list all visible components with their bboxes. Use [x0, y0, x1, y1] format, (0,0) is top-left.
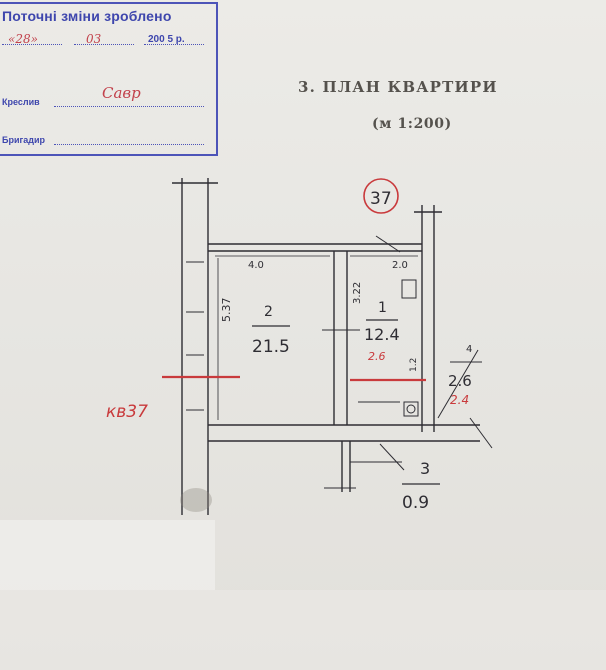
room1-red-note: 2.6 [368, 350, 386, 363]
room4-area: 2.6 [448, 372, 472, 390]
room2-area: 21.5 [252, 337, 290, 357]
changes-stamp: Поточні зміни зроблено «28» 03 200 5 р. … [0, 2, 218, 156]
apartment-number: 37 [370, 189, 392, 209]
stamp-dotted-line [54, 144, 204, 145]
room3-number: 3 [420, 459, 430, 478]
dim-room1-width: 2.0 [392, 260, 408, 271]
room1-area: 12.4 [364, 325, 400, 344]
document-scale: (м 1:200) [372, 116, 452, 132]
paper-fold-shade [0, 520, 215, 590]
dim-small: 1.2 [409, 358, 419, 372]
stove-burner [406, 404, 416, 414]
neighbor-apartment-label: кв37 [106, 402, 148, 422]
dim-wall-height: 5.37 [220, 298, 233, 323]
room3-area: 0.9 [402, 493, 429, 513]
ink-smudge [180, 488, 212, 512]
stamp-label-foreman: Бригадир [2, 135, 45, 145]
apartment-number-circle [363, 178, 399, 214]
dim-room2-width: 4.0 [248, 260, 264, 271]
document-title: 3. ПЛАН КВАРТИРИ [298, 78, 498, 96]
stamp-month: 03 [86, 32, 102, 46]
stamp-title: Поточні зміни зроблено [2, 8, 172, 24]
room3-pointer [379, 443, 405, 471]
red-marks [162, 375, 426, 382]
stove-fixture [403, 401, 419, 417]
room1-number: 1 [378, 300, 387, 316]
plan-walls [172, 178, 493, 515]
sink-fixture [401, 279, 417, 299]
room4-number: 4 [466, 344, 472, 355]
room4-pointer [437, 349, 479, 419]
dim-tick [375, 235, 401, 253]
dim-room1-height: 3.22 [352, 282, 363, 304]
stamp-year: 200 5 р. [148, 34, 185, 45]
stamp-dotted-line [2, 44, 62, 45]
room2-number: 2 [264, 304, 273, 320]
stamp-dotted-line [74, 44, 134, 45]
paper-fold-shade-bottom [0, 590, 606, 670]
wall-break-mark [469, 417, 493, 449]
stamp-dotted-line [144, 44, 204, 45]
room4-red-note: 2.4 [450, 393, 469, 407]
stamp-signature: Савр [102, 84, 141, 102]
stamp-dotted-line [54, 106, 204, 107]
stamp-day: «28» [8, 32, 38, 46]
stamp-label-drew: Креслив [2, 97, 40, 107]
